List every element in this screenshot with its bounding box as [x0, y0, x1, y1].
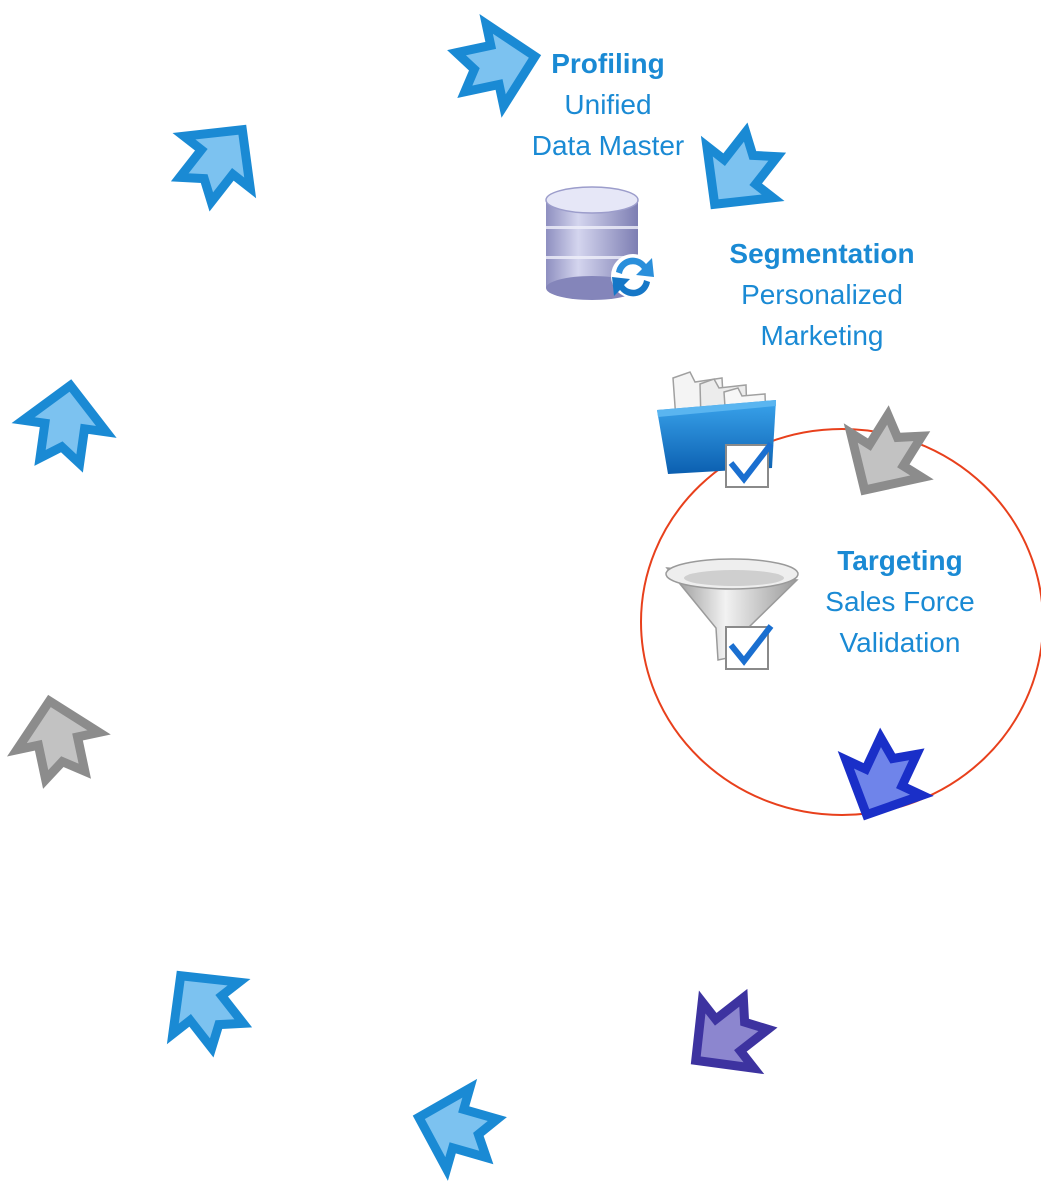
profiling-label: Profiling Unified Data Master	[500, 43, 716, 166]
targeting-line-1: Sales Force	[825, 586, 975, 617]
funnel-check-icon	[665, 558, 799, 670]
arrow-icon-4	[828, 728, 936, 832]
segmentation-title: Segmentation	[729, 238, 915, 269]
arrow-icon-5	[670, 980, 782, 1093]
segmentation-label: Segmentation Personalized Marketing	[700, 233, 944, 356]
profiling-line-2: Data Master	[531, 130, 685, 161]
targeting-line-2: Validation	[839, 627, 961, 658]
profiling-title: Profiling	[551, 48, 665, 79]
segmentation-line-2: Marketing	[760, 320, 884, 351]
targeting-title: Targeting	[837, 545, 963, 576]
arrow-icon-8	[8, 692, 106, 784]
arrow-icon-3	[829, 403, 941, 512]
database-sync-icon	[545, 186, 655, 300]
segmentation-line-1: Personalized	[741, 279, 903, 310]
folder-box-check-icon	[657, 371, 776, 488]
arrow-icon-7	[148, 950, 261, 1062]
arrow-icon-10	[162, 104, 275, 216]
arrow-icon-6	[407, 1077, 503, 1179]
targeting-label: Targeting Sales Force Validation	[795, 540, 1005, 663]
profiling-line-1: Unified	[564, 89, 652, 120]
arrow-icon-9	[18, 380, 112, 467]
highlight-circle	[640, 428, 1041, 816]
